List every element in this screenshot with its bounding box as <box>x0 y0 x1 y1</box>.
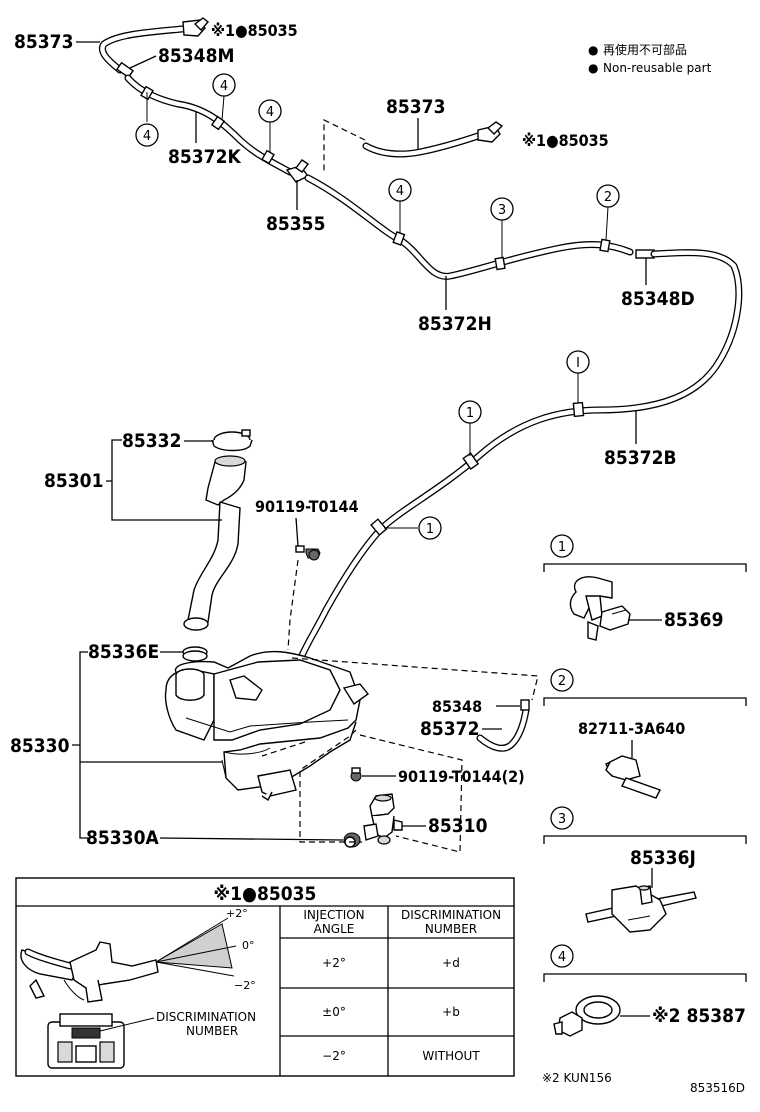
table-title: ※1●85035 <box>214 883 317 905</box>
table-cell-angle: +2° <box>322 956 346 970</box>
callout-circle: 4 <box>220 79 228 94</box>
callout-circle: 3 <box>498 203 506 218</box>
detail-box-2: 2 82711-3A640 <box>543 668 747 799</box>
nozzle-spray-illustration <box>20 917 237 1003</box>
legend-japanese-text: 再使用不可部品 <box>603 42 687 57</box>
detail-box-3: 3 85336J <box>543 806 747 933</box>
callout-circle: 4 <box>143 129 151 144</box>
detail-number: 4 <box>558 950 566 965</box>
footnote: ※2 KUN156 <box>542 1071 612 1085</box>
part-number: 85310 <box>428 815 488 837</box>
washer-tank-assembly <box>164 429 370 802</box>
callout-circle: 1 <box>466 406 474 421</box>
washer-nozzle-top <box>182 17 210 37</box>
part-number: 85348D <box>621 288 695 310</box>
bolt-90119-T0144-lower <box>350 767 362 782</box>
nozzle-back-view <box>47 1013 125 1069</box>
detail-box-1: 1 85369 <box>543 534 747 641</box>
table-cell-number: +d <box>442 956 460 970</box>
part-number: 85372B <box>604 447 677 469</box>
fan-label-plus: +2° <box>226 907 248 920</box>
clip-85369 <box>569 576 631 641</box>
part-number: 85373 <box>14 31 73 53</box>
table-header-number-a: DISCRIMINATION <box>401 908 501 922</box>
part-number: ※1●85035 <box>211 21 298 40</box>
bolt-90119-T0144-upper <box>295 545 321 561</box>
callout-circle: 4 <box>396 184 404 199</box>
discrimination-label-b: NUMBER <box>186 1024 238 1038</box>
diagram-code: 853516D <box>690 1081 745 1095</box>
part-number: 82711-3A640 <box>578 719 685 738</box>
callout-circle: I <box>576 356 580 371</box>
part-number: 85372H <box>418 313 492 335</box>
table-header-number-b: NUMBER <box>425 922 477 936</box>
table-header-angle-b: ANGLE <box>314 922 355 936</box>
part-number: 85372 <box>420 718 479 740</box>
callout-circle: 2 <box>604 190 612 205</box>
part-number: ※1●85035 <box>522 131 609 150</box>
table-header-angle-a: INJECTION <box>303 908 364 922</box>
legend-english-text: Non-reusable part <box>603 61 712 75</box>
clip-82711-3A640 <box>605 755 661 799</box>
detail-number: 3 <box>558 812 566 827</box>
filler-inlet-85301 <box>183 455 247 631</box>
part-number: 90119-T0144(2) <box>398 767 525 786</box>
part-number: 85348M <box>158 45 234 67</box>
part-number: 85301 <box>44 470 103 492</box>
part-number: 85336J <box>630 847 696 869</box>
nozzle-table: ※1●85035 INJECTION ANGLE DISCRIMINATION … <box>15 877 515 1077</box>
t-joint-85355 <box>285 159 310 183</box>
legend-bullet-2: ● <box>588 61 598 75</box>
part-number: ※2 85387 <box>652 1005 746 1027</box>
part-number: 85369 <box>664 609 723 631</box>
tank-cap-85332 <box>211 429 253 452</box>
tank-labels: 85332 85301 90119-T0144 85336E 85330 853… <box>10 430 525 849</box>
detail-box-4: 4 ※2 85387 <box>543 944 747 1037</box>
washer-nozzle-mid <box>477 121 504 143</box>
part-number: 85372K <box>168 146 241 168</box>
part-number: 85348 <box>432 697 482 716</box>
clamp-85387 <box>553 995 621 1037</box>
part-number: 85336E <box>88 641 159 663</box>
discrimination-label-a: DISCRIMINATION <box>156 1010 256 1024</box>
detail-number: 1 <box>558 540 566 555</box>
clamp-85336J <box>585 885 697 933</box>
fan-label-zero: 0° <box>242 939 255 952</box>
part-number: 90119-T0144 <box>255 497 359 516</box>
table-cell-number: +b <box>442 1005 460 1019</box>
part-number: 85332 <box>122 430 181 452</box>
callout-circle: 4 <box>266 105 274 120</box>
legend: ● 再使用不可部品 ● Non-reusable part <box>588 42 712 75</box>
washer-pump-85310 <box>363 793 403 845</box>
table-cell-angle: ±0° <box>322 1005 346 1019</box>
hose-85372-and-joint-85348 <box>476 699 530 752</box>
part-number: 85355 <box>266 213 325 235</box>
part-number: 85373 <box>386 96 445 118</box>
part-number: 85330 <box>10 735 70 757</box>
legend-bullet-1: ● <box>588 43 598 57</box>
part-number: 85330A <box>86 827 159 849</box>
upper-labels: 85373 ※1●85035 85348M 85372K 85355 85373… <box>14 21 695 469</box>
grommet-85336E <box>182 646 208 662</box>
detail-number: 2 <box>558 674 566 689</box>
table-cell-number: WITHOUT <box>422 1049 480 1063</box>
table-cell-angle: −2° <box>322 1049 346 1063</box>
callout-circle: 1 <box>426 522 434 537</box>
upper-hoses <box>99 17 743 664</box>
pump-grommet-85330A <box>343 832 361 848</box>
callouts-main: 4 4 4 4 3 2 I 1 1 <box>135 73 620 540</box>
fan-label-minus: −2° <box>234 979 256 992</box>
